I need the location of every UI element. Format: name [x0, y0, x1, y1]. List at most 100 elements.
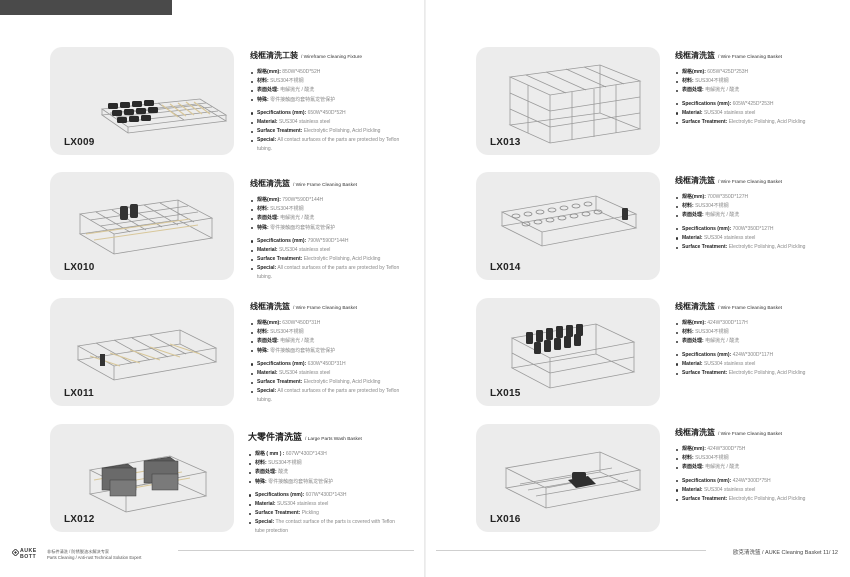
spec-value: SUS304 stainless steel — [276, 501, 329, 508]
spec-value: 电解抛光 / 酸洗 — [705, 212, 740, 219]
spec-key: Surface Treatment: — [255, 510, 301, 517]
spec-key: 规格 ( mm ) : — [255, 451, 285, 457]
spec-key: Special: — [255, 519, 275, 526]
spec-item: 材料: SUS304不锈钢 — [250, 205, 410, 214]
spec-item: Material: SUS304 stainless steel — [675, 234, 835, 243]
spec-key: Specifications (mm): — [682, 225, 732, 232]
spec-value: SUS304不锈钢 — [270, 206, 304, 213]
spec-item: 材料: SUS304不锈钢 — [675, 202, 835, 211]
title-en: / Wire Frame Cleaning Basket — [718, 180, 782, 185]
product-info: 线框清洗篮/ Wire Frame Cleaning Basket 规格(mm)… — [675, 301, 835, 377]
spec-key: Specifications (mm): — [255, 491, 305, 498]
title-en: / Wireframe Cleaning Fixture — [301, 55, 363, 60]
spec-item: 规格 ( mm ) : 607W*430D*143H — [248, 450, 408, 459]
spec-item: 材料: SUS304不锈钢 — [675, 77, 835, 86]
spec-item: 表面处理: 酸洗 — [248, 468, 408, 477]
spec-value: 电解抛光 / 酸洗 — [280, 87, 315, 94]
title-cn: 线框清洗篮 — [675, 176, 715, 185]
spec-key: Special: — [257, 388, 277, 395]
spec-value: 700W*350D*127H — [707, 194, 749, 200]
spec-value: SUS304 stainless steel — [278, 370, 331, 377]
spec-item: Specifications (mm): 650W*450D*52H — [250, 109, 410, 118]
spec-value: 零件接触面均套特氟龙管保护 — [270, 224, 336, 231]
product-image-card: LX014 — [476, 172, 660, 280]
spec-item: 表面处理: 电解抛光 / 酸洗 — [675, 337, 835, 346]
spec-key: Surface Treatment: — [682, 496, 728, 503]
spec-item: Surface Treatment: Electrolytic Polishin… — [675, 118, 835, 126]
spec-item: Special: All contact surfaces of the par… — [250, 136, 410, 153]
spec-item: Material: SUS304 stainless steel — [675, 109, 835, 118]
product-title: 线框清洗篮/ Wire Frame Cleaning Basket — [250, 178, 410, 189]
spec-key: 材料: — [682, 78, 694, 85]
product-image-card: LX011 — [50, 298, 234, 406]
title-en: / Wire Frame Cleaning Basket — [293, 183, 357, 188]
spec-value: SUS304不锈钢 — [268, 460, 302, 467]
spec-item: 材料: SUS304不锈钢 — [250, 328, 410, 337]
spec-key: Material: — [682, 486, 703, 493]
spec-item: Material: SUS304 stainless steel — [250, 246, 410, 255]
product-code: LX013 — [490, 137, 521, 148]
spec-value: 630W*450D*31H — [307, 360, 346, 367]
spec-value: Electrolytic Polishing, Acid Pickling — [303, 256, 381, 263]
spec-value: 424W*300D*75H — [707, 446, 746, 452]
spec-key: Specifications (mm): — [257, 360, 307, 367]
spec-key: 规格(mm): — [682, 320, 706, 326]
brand-tagline: 非标件清洗 / 防锈脱油水解决专家 Parts Cleaning / Anti-… — [47, 549, 141, 560]
product-info: 线框清洗篮/ Wire Frame Cleaning Basket 规格(mm)… — [250, 178, 410, 281]
wire-basket-illustration — [100, 98, 228, 134]
spec-item: Material: SUS304 stainless steel — [250, 369, 410, 378]
spec-value: SUS304不锈钢 — [695, 329, 729, 336]
spec-key: Specifications (mm): — [257, 109, 307, 116]
spec-key: 表面处理: — [682, 338, 704, 345]
spec-value: SUS304不锈钢 — [270, 329, 304, 336]
logo-top: AUKE — [20, 548, 37, 554]
spec-key: Specifications (mm): — [682, 477, 732, 484]
spec-item: Surface Treatment: Electrolytic Polishin… — [675, 495, 835, 503]
spec-key: Special: — [257, 137, 277, 144]
spec-item: 表面处理: 电解抛光 / 酸洗 — [250, 214, 410, 223]
title-cn: 线框清洗篮 — [675, 51, 715, 60]
spec-key: 规格(mm): — [682, 446, 706, 452]
spec-key: 材料: — [257, 206, 269, 213]
spec-key: 规格(mm): — [257, 69, 281, 75]
spec-value: The contact surface of the parts is cove… — [255, 519, 395, 534]
spec-value: SUS304 stainless steel — [703, 109, 756, 116]
spec-value: 650W*450D*52H — [307, 109, 346, 116]
tagline-cn: 非标件清洗 / 防锈脱油水解决专家 — [47, 549, 110, 554]
product-code: LX016 — [490, 514, 521, 525]
spec-value: SUS304 stainless steel — [278, 119, 331, 126]
product-title: 线框清洗篮/ Wire Frame Cleaning Basket — [675, 427, 835, 438]
spec-value: Electrolytic Polishing, Acid Pickling — [728, 244, 806, 251]
title-cn: 大零件清洗篮 — [248, 432, 303, 442]
spec-item: 表面处理: 电解抛光 / 酸洗 — [675, 463, 835, 472]
spec-value: 605W*425D*253H — [732, 100, 774, 107]
title-cn: 线框清洗工装 — [250, 51, 298, 60]
spec-key: 规格(mm): — [682, 69, 706, 75]
product-title: 线框清洗篮/ Wire Frame Cleaning Basket — [675, 175, 835, 186]
spec-key: Material: — [682, 234, 703, 241]
spec-value: 424W*300D*117H — [732, 351, 774, 358]
product-code: LX012 — [64, 514, 95, 525]
spec-item: 材料: SUS304不锈钢 — [250, 77, 410, 86]
wire-basket-illustration — [78, 199, 214, 255]
wire-basket-illustration — [508, 64, 642, 144]
title-en: / Wire Frame Cleaning Basket — [718, 306, 782, 311]
title-cn: 线框清洗篮 — [250, 302, 290, 311]
spec-key: 特殊: — [257, 96, 269, 103]
spec-key: 表面处理: — [257, 215, 279, 222]
product-info: 线框清洗篮/ Wire Frame Cleaning Basket 规格(mm)… — [675, 50, 835, 126]
title-cn: 线框清洗篮 — [250, 179, 290, 188]
spec-key: 材料: — [255, 460, 267, 467]
spec-item: Surface Treatment: Electrolytic Polishin… — [250, 255, 410, 264]
spec-value: SUS304不锈钢 — [695, 203, 729, 210]
spec-item: 规格(mm): 424W*300D*75H — [675, 445, 835, 454]
spec-key: 特殊: — [255, 478, 267, 485]
spec-item: Special: All contact surfaces of the par… — [250, 387, 410, 404]
product-image-card: LX013 — [476, 47, 660, 155]
spec-key: Surface Treatment: — [257, 379, 303, 386]
spec-key: 材料: — [257, 78, 269, 85]
spec-item: Surface Treatment: Electrolytic Polishin… — [250, 378, 410, 387]
spec-key: 规格(mm): — [257, 197, 281, 203]
spec-item: Specifications (mm): 424W*300D*75H — [675, 477, 835, 486]
spec-value: Electrolytic Polishing, Acid Pickling — [303, 128, 381, 135]
